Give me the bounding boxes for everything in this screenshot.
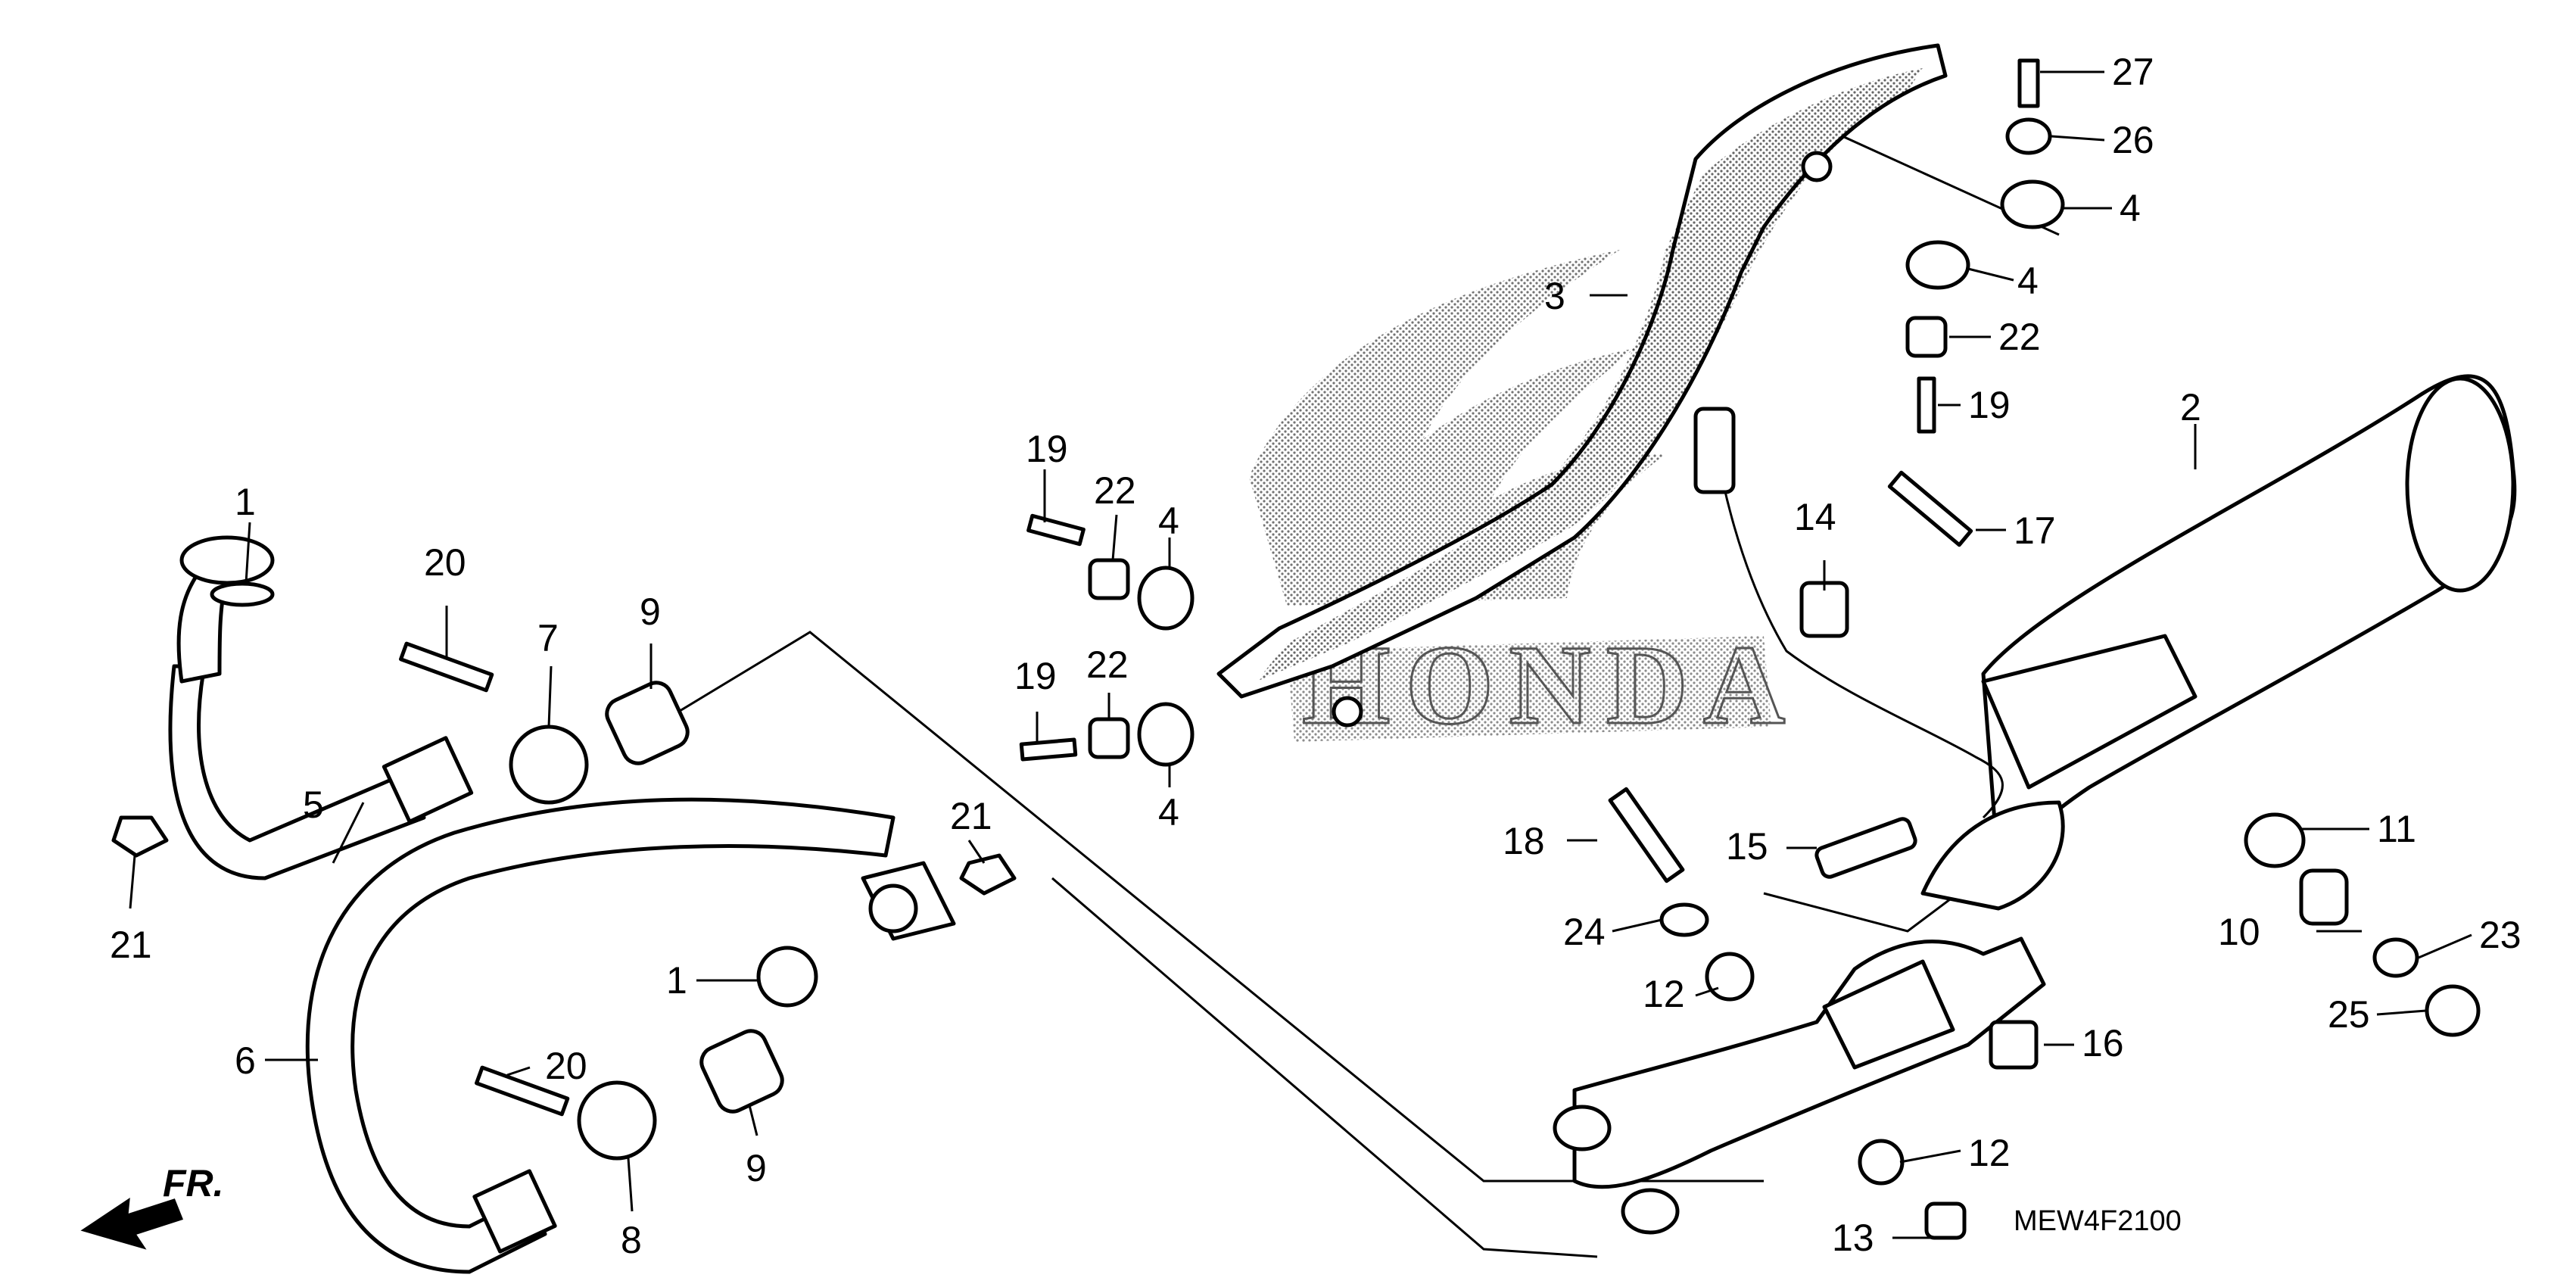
callout-10: 10 bbox=[2218, 911, 2260, 953]
callout-1b: 1 bbox=[666, 959, 687, 1002]
callout-20b: 20 bbox=[545, 1045, 587, 1087]
front-label: FR. bbox=[163, 1162, 224, 1204]
callout-9a: 9 bbox=[640, 591, 661, 633]
callout-15: 15 bbox=[1726, 825, 1768, 868]
callout-1a: 1 bbox=[235, 481, 256, 523]
callout-19a: 19 bbox=[1026, 428, 1068, 470]
callout-4b: 4 bbox=[2017, 260, 2039, 302]
callout-22b: 22 bbox=[1086, 644, 1129, 686]
callout-14: 14 bbox=[1794, 496, 1836, 538]
callout-27: 27 bbox=[2112, 51, 2154, 93]
callout-21b: 21 bbox=[950, 795, 992, 837]
callout-23: 23 bbox=[2479, 914, 2521, 956]
callout-18: 18 bbox=[1503, 820, 1545, 862]
callout-25: 25 bbox=[2328, 993, 2370, 1036]
callout-26: 26 bbox=[2112, 119, 2154, 161]
callout-12b: 12 bbox=[1968, 1132, 2011, 1174]
callout-22a: 22 bbox=[1094, 469, 1136, 512]
callout-17: 17 bbox=[2014, 510, 2056, 552]
callout-12a: 12 bbox=[1643, 973, 1685, 1015]
callout-4d: 4 bbox=[1158, 791, 1179, 834]
callouts: 1 1 2 3 4 4 4 4 5 6 7 8 9 9 10 11 12 12 … bbox=[110, 51, 2521, 1261]
callout-21a: 21 bbox=[110, 924, 152, 966]
front-arrow: FR. bbox=[80, 1162, 224, 1250]
callout-9b: 9 bbox=[746, 1147, 767, 1189]
callout-13: 13 bbox=[1832, 1217, 1874, 1259]
callout-6: 6 bbox=[235, 1039, 256, 1082]
arrow-left-icon bbox=[80, 1197, 183, 1250]
callout-24: 24 bbox=[1563, 911, 1606, 953]
callout-19b: 19 bbox=[1014, 655, 1057, 697]
callout-4a: 4 bbox=[2120, 187, 2141, 229]
callout-22c: 22 bbox=[1998, 316, 2041, 358]
callout-19c: 19 bbox=[1968, 384, 2011, 426]
drawing-code: MEW4F2100 bbox=[2014, 1205, 2182, 1237]
callout-8: 8 bbox=[621, 1219, 642, 1261]
callout-4c: 4 bbox=[1158, 500, 1179, 542]
callout-16: 16 bbox=[2082, 1022, 2124, 1064]
callout-2: 2 bbox=[2180, 386, 2201, 428]
collector-pipe-part bbox=[1553, 936, 2046, 1235]
callout-20a: 20 bbox=[424, 541, 466, 584]
heat-shield-part bbox=[1216, 43, 1948, 728]
callout-11: 11 bbox=[2377, 808, 2416, 850]
exhaust-pipe-5-part bbox=[168, 535, 474, 880]
muffler-part bbox=[1920, 374, 2517, 911]
callout-leaders bbox=[129, 70, 2472, 1239]
callout-7: 7 bbox=[537, 617, 559, 659]
exhaust-pipe-6-part bbox=[305, 797, 956, 1274]
callout-3: 3 bbox=[1544, 275, 1565, 317]
callout-5: 5 bbox=[303, 784, 324, 826]
